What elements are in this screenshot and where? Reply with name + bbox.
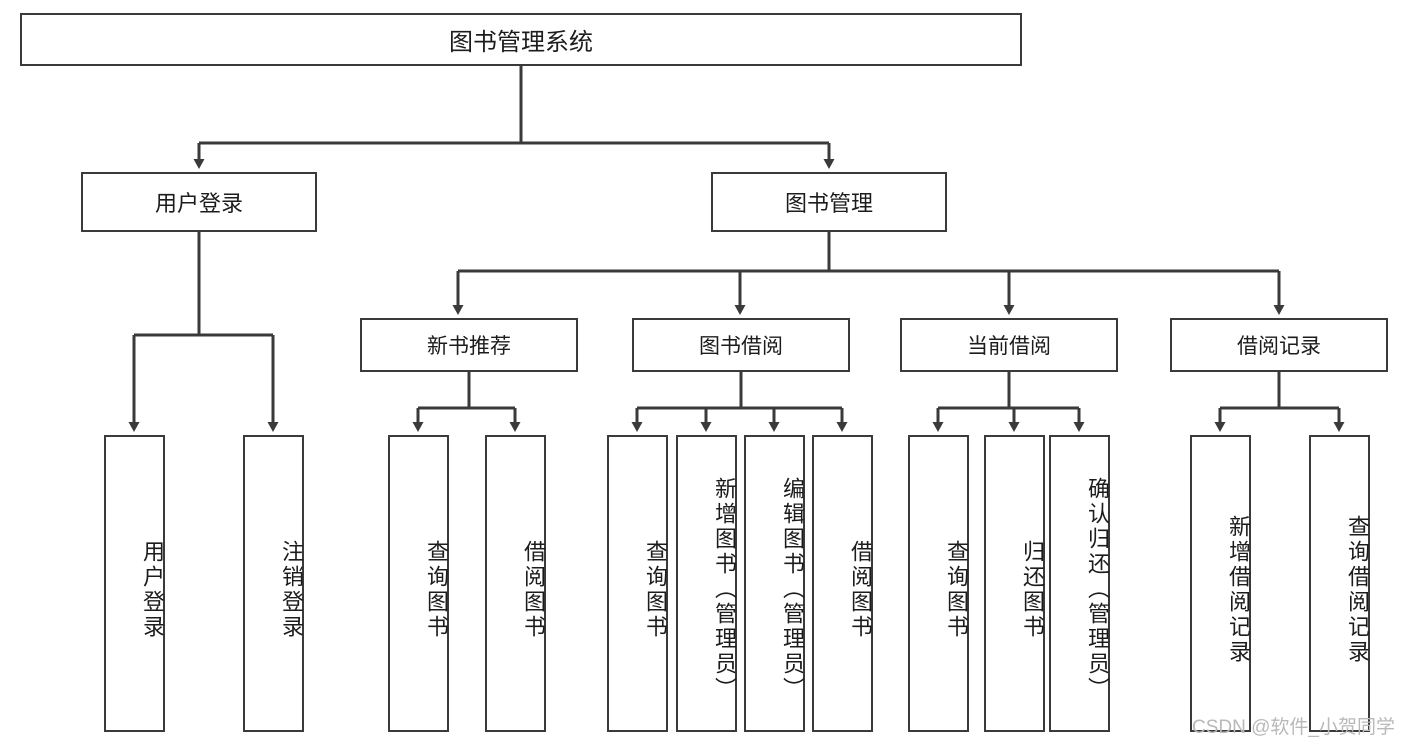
node-leaf-return-book-label: 归还图书 [1020, 539, 1045, 640]
node-user-login[interactable]: 用户登录 [81, 172, 317, 232]
node-leaf-query-book-3-label: 查询图书 [944, 539, 969, 640]
node-leaf-query-book-3[interactable]: 查询图书 [908, 435, 969, 732]
node-leaf-query-book-1[interactable]: 查询图书 [388, 435, 449, 732]
node-leaf-add-record-label: 新增借阅记录 [1226, 514, 1251, 665]
node-leaf-add-book-label: 新增图书（管理员） [712, 477, 737, 702]
node-leaf-edit-book-label: 编辑图书（管理员） [780, 477, 805, 702]
node-book-borrow[interactable]: 图书借阅 [632, 318, 850, 372]
node-leaf-borrow-book-2[interactable]: 借阅图书 [812, 435, 873, 732]
node-user-login-label: 用户登录 [154, 191, 243, 216]
node-leaf-query-record[interactable]: 查询借阅记录 [1309, 435, 1370, 732]
node-new-book-recommend-label: 新书推荐 [427, 335, 511, 358]
node-leaf-return-book[interactable]: 归还图书 [984, 435, 1045, 732]
node-leaf-borrow-book-2-label: 借阅图书 [848, 539, 873, 640]
node-leaf-user-login[interactable]: 用户登录 [104, 435, 165, 732]
node-leaf-query-book-2-label: 查询图书 [643, 539, 668, 640]
node-book-manage[interactable]: 图书管理 [711, 172, 947, 232]
node-book-borrow-label: 图书借阅 [699, 335, 783, 358]
node-leaf-query-book-1-label: 查询图书 [424, 539, 449, 640]
node-leaf-borrow-book-1-label: 借阅图书 [521, 539, 546, 640]
node-leaf-borrow-book-1[interactable]: 借阅图书 [485, 435, 546, 732]
node-leaf-user-login-label: 用户登录 [140, 539, 165, 640]
node-leaf-query-record-label: 查询借阅记录 [1345, 514, 1370, 665]
node-leaf-logout[interactable]: 注销登录 [243, 435, 304, 732]
node-book-manage-label: 图书管理 [784, 191, 873, 216]
node-leaf-add-book[interactable]: 新增图书（管理员） [676, 435, 737, 732]
node-leaf-edit-book[interactable]: 编辑图书（管理员） [744, 435, 805, 732]
node-leaf-logout-label: 注销登录 [279, 539, 304, 640]
node-root-label: 图书管理系统 [449, 29, 593, 56]
node-current-borrow-label: 当前借阅 [967, 335, 1051, 358]
node-current-borrow[interactable]: 当前借阅 [900, 318, 1118, 372]
node-borrow-record-label: 借阅记录 [1237, 335, 1321, 358]
node-new-book-recommend[interactable]: 新书推荐 [360, 318, 578, 372]
node-leaf-confirm-return[interactable]: 确认归还（管理员） [1049, 435, 1110, 732]
node-leaf-confirm-return-label: 确认归还（管理员） [1085, 477, 1110, 702]
watermark-text: CSDN @软件_小贺同学 [1192, 717, 1395, 738]
node-leaf-query-book-2[interactable]: 查询图书 [607, 435, 668, 732]
node-leaf-add-record[interactable]: 新增借阅记录 [1190, 435, 1251, 732]
node-borrow-record[interactable]: 借阅记录 [1170, 318, 1388, 372]
node-root[interactable]: 图书管理系统 [20, 13, 1022, 66]
